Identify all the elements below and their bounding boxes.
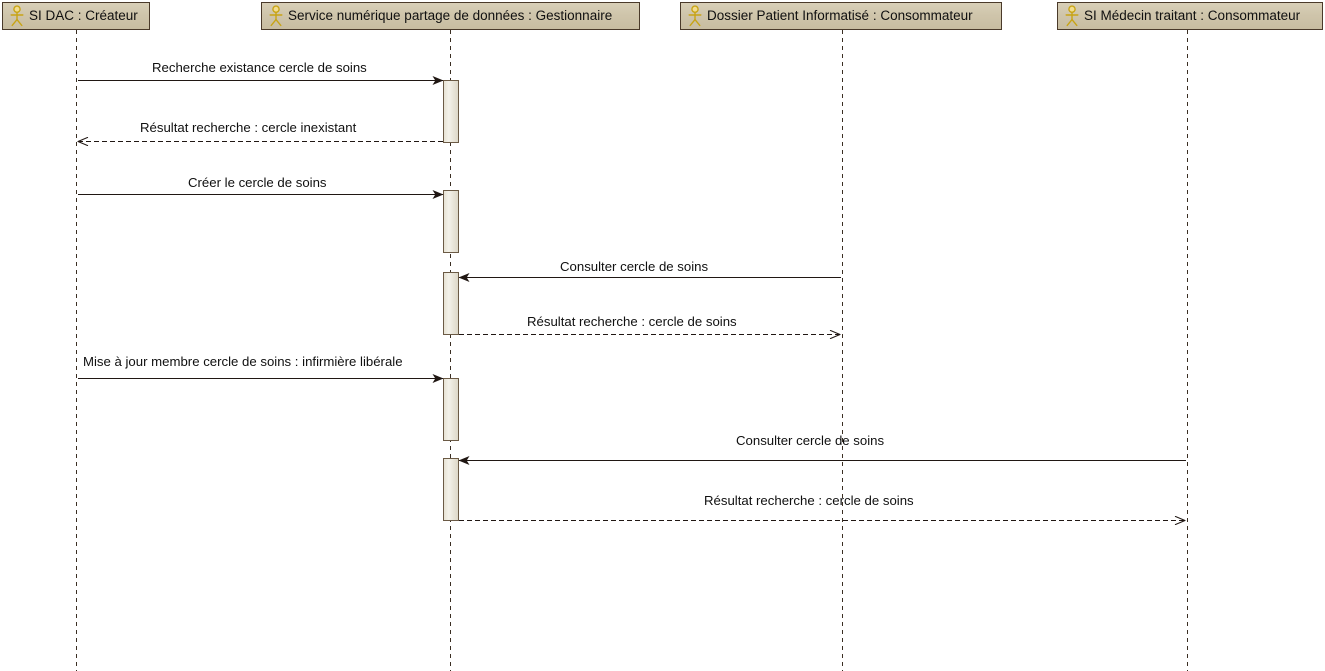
actor-header-si-dac[interactable]: SI DAC : Créateur [2, 2, 150, 30]
actor-icon [688, 5, 702, 27]
message-label-msg-5: Résultat recherche : cercle de soins [527, 314, 737, 329]
message-label-msg-6: Mise à jour membre cercle de soins : inf… [83, 354, 403, 369]
message-label-msg-4: Consulter cercle de soins [560, 259, 709, 274]
actor-header-dossier-patient[interactable]: Dossier Patient Informatisé : Consommate… [680, 2, 1002, 30]
message-label-msg-3: Créer le cercle de soins [188, 175, 327, 190]
actor-header-si-medecin[interactable]: SI Médecin traitant : Consommateur [1057, 2, 1323, 30]
message-label-msg-8: Résultat recherche : cercle de soins [704, 493, 914, 508]
actor-icon [10, 5, 24, 27]
actor-icon [1065, 5, 1079, 27]
actor-label-si-medecin: SI Médecin traitant : Consommateur [1084, 8, 1301, 24]
actor-label-dossier-patient: Dossier Patient Informatisé : Consommate… [707, 8, 973, 24]
activation-bar-act-1[interactable] [443, 80, 459, 143]
message-label-msg-7: Consulter cercle de soins [736, 433, 885, 448]
message-label-msg-2: Résultat recherche : cercle inexistant [140, 120, 357, 135]
actor-icon [269, 5, 283, 27]
activation-bar-act-5[interactable] [443, 458, 459, 521]
activation-bar-act-4[interactable] [443, 378, 459, 441]
actor-label-service-numerique: Service numérique partage de données : G… [288, 8, 613, 24]
message-label-msg-1: Recherche existance cercle de soins [152, 60, 367, 75]
message-arrows [78, 76, 1186, 521]
activation-bars [443, 80, 459, 521]
activation-bar-act-2[interactable] [443, 190, 459, 253]
activation-bar-act-3[interactable] [443, 272, 459, 335]
actor-label-si-dac: SI DAC : Créateur [29, 8, 138, 24]
actor-header-service-numerique[interactable]: Service numérique partage de données : G… [261, 2, 640, 30]
